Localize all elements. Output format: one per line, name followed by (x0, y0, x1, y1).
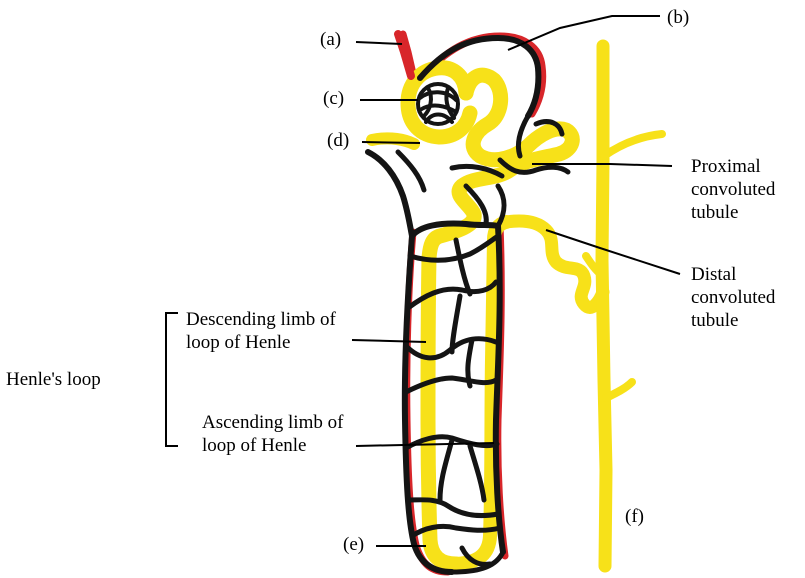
label-c: (c) (323, 87, 344, 110)
label-line: loop of Henle (202, 434, 343, 457)
collecting-duct (602, 46, 606, 566)
label-line: loop of Henle (186, 331, 336, 354)
henle-bracket (166, 313, 178, 446)
label-d: (d) (327, 129, 349, 152)
label-line: Descending limb of (186, 308, 336, 331)
label-f: (f) (625, 505, 644, 528)
label-b: (b) (667, 6, 689, 29)
descending-limb (428, 258, 456, 564)
label-proximal-convoluted-tubule: Proximal convoluted tubule (691, 155, 775, 224)
label-distal-convoluted-tubule: Distal convoluted tubule (691, 263, 775, 332)
label-line: tubule (691, 309, 775, 332)
leader-line-d (362, 142, 420, 143)
label-line: Ascending limb of (202, 411, 343, 434)
label-e: (e) (343, 533, 364, 556)
label-line: Proximal (691, 155, 775, 178)
leader-line-a (356, 42, 402, 44)
collecting-duct-branch (604, 134, 662, 156)
label-line: Distal (691, 263, 775, 286)
label-line: convoluted (691, 286, 775, 309)
glomerulus (418, 84, 458, 124)
label-descending-limb: Descending limb of loop of Henle (186, 308, 336, 354)
label-line: convoluted (691, 178, 775, 201)
label-a: (a) (320, 28, 341, 51)
label-line: tubule (691, 201, 775, 224)
label-ascending-limb: Ascending limb of loop of Henle (202, 411, 343, 457)
label-henle-loop: Henle's loop (6, 368, 101, 391)
leader-line-descending (352, 340, 426, 342)
renal-tubule (372, 46, 662, 566)
